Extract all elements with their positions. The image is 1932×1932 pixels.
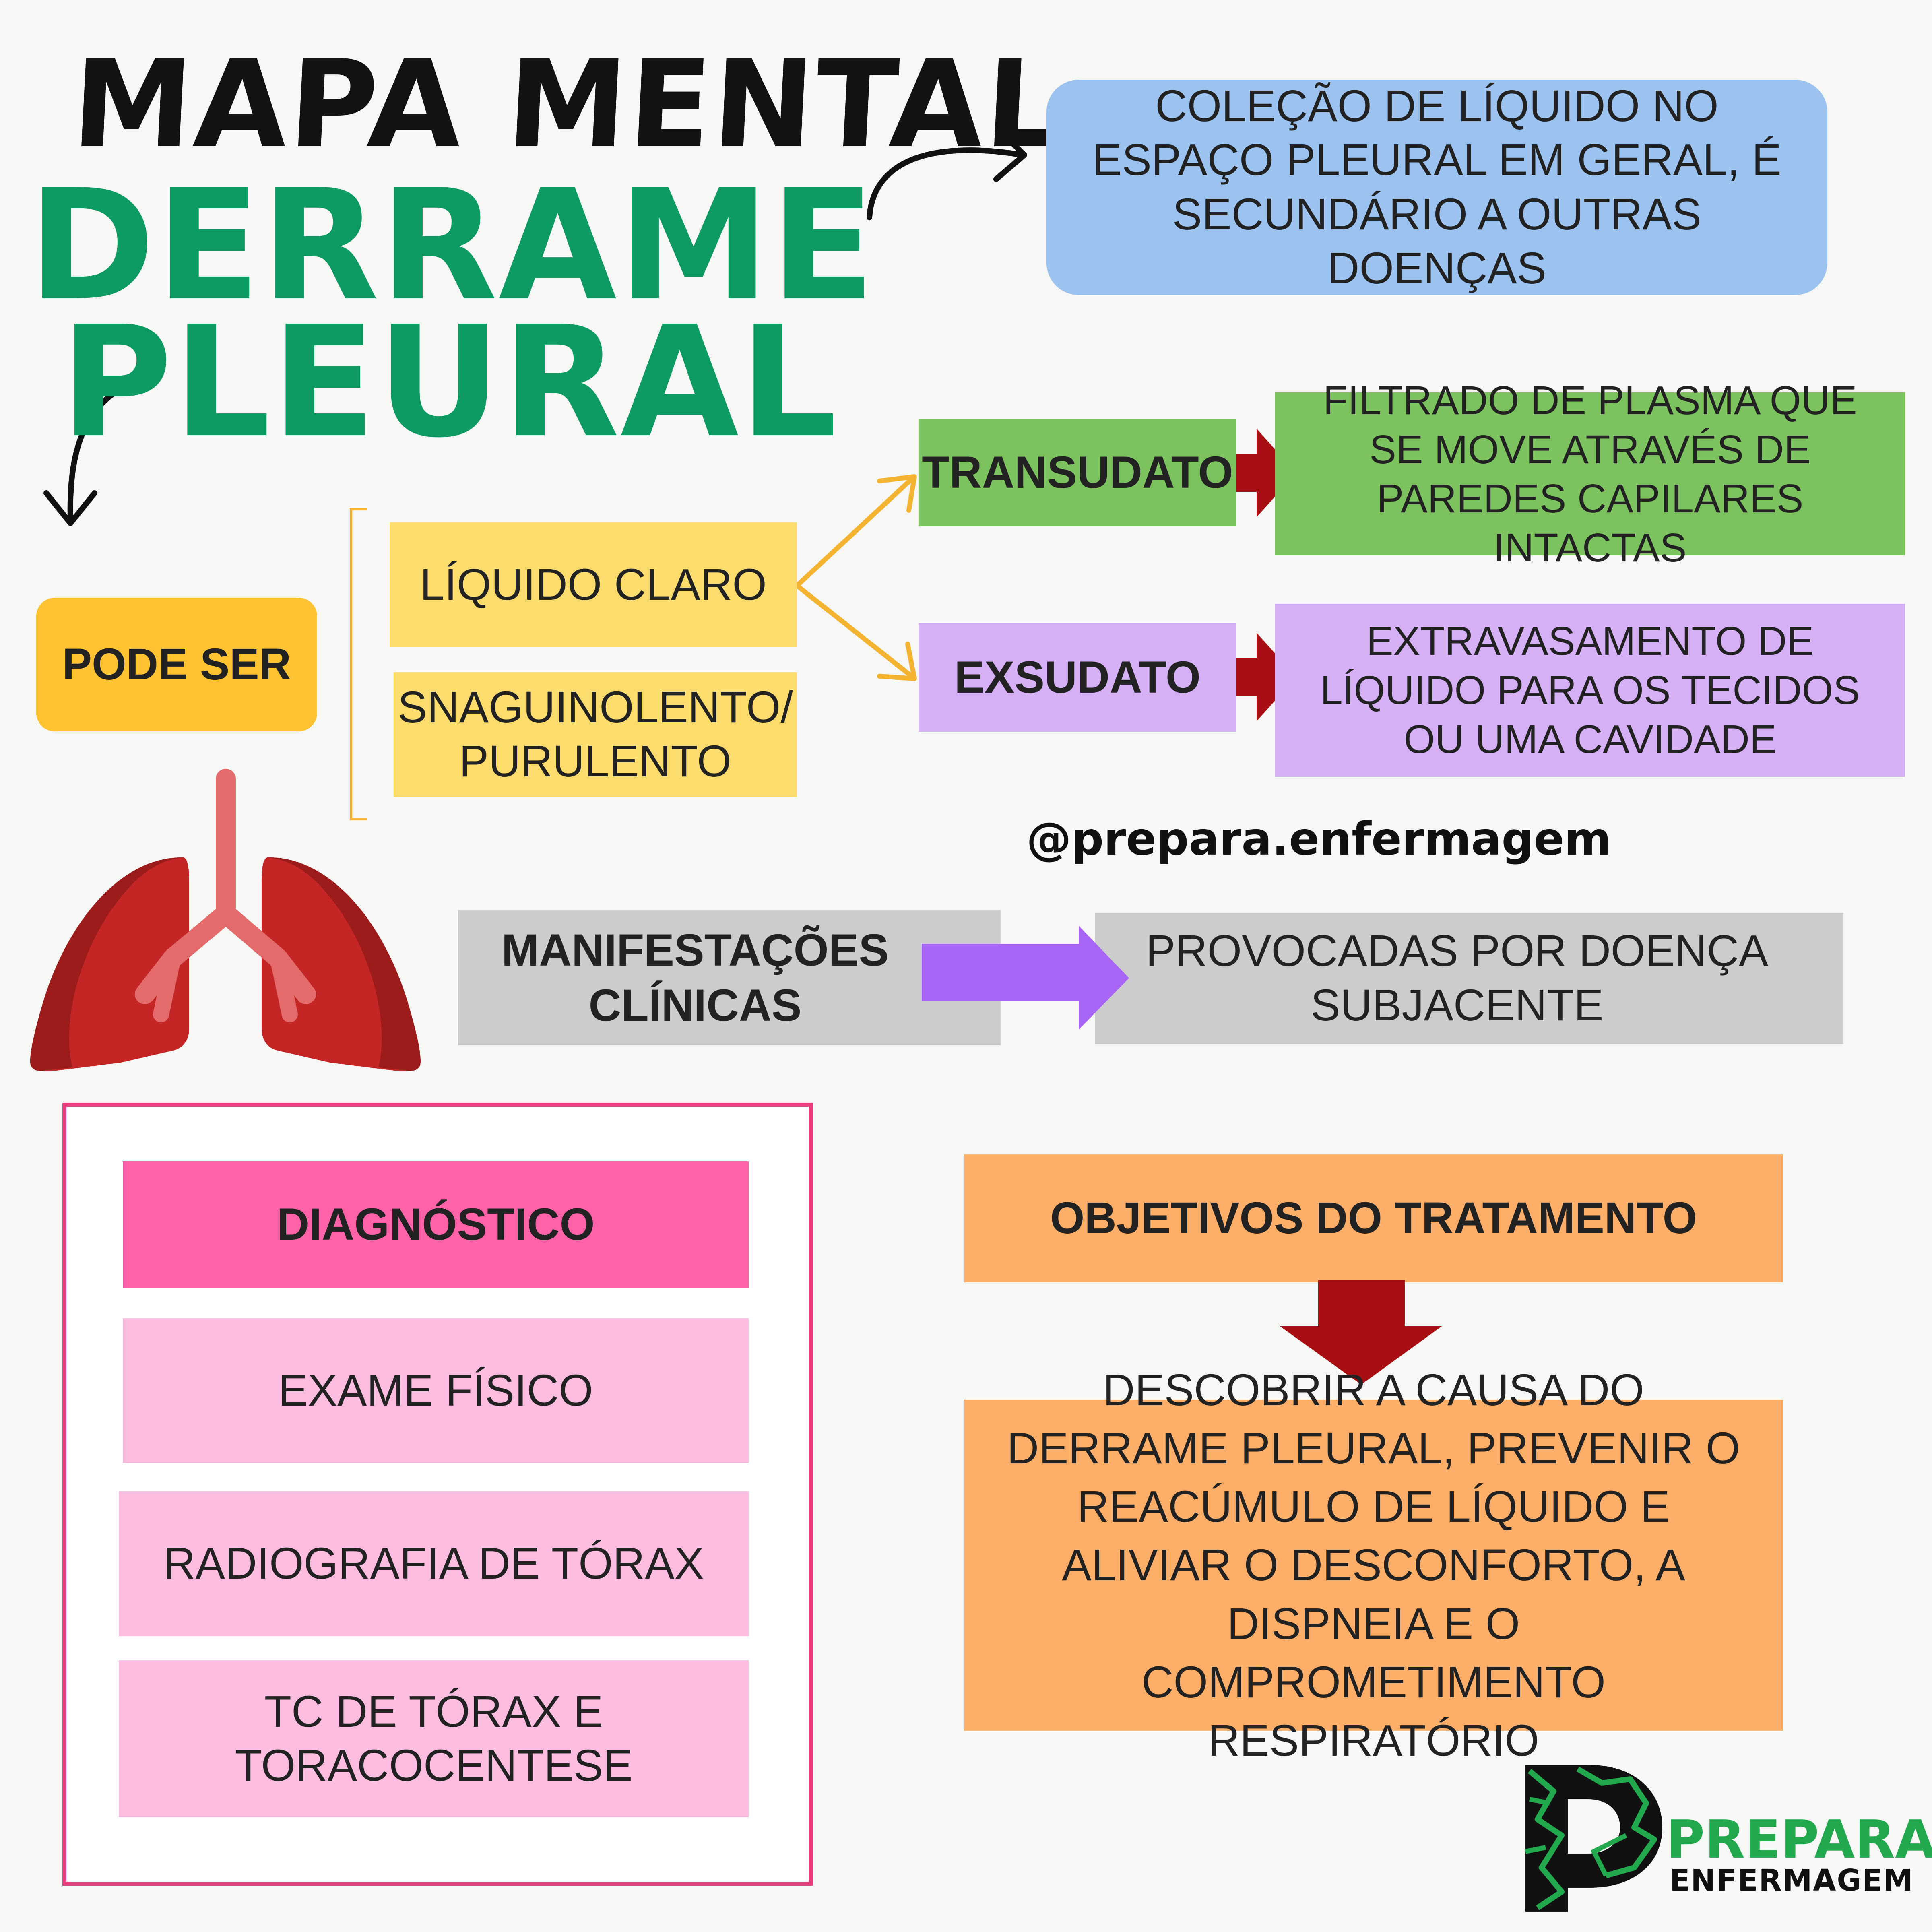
logo-text-prepara: PREPARA [1666,1809,1932,1870]
snaguinolento-box: SNAGUINOLENTO/ PURULENTO [394,672,797,797]
exsudato-description-box: EXTRAVASAMENTO DE LÍQUIDO PARA OS TECIDO… [1275,604,1905,777]
liquido-claro-label: LÍQUIDO CLARO [420,559,767,609]
tratamento-header: OBJETIVOS DO TRATAMENTO [964,1154,1783,1282]
transudato-description: FILTRADO DE PLASMA QUE SE MOVE ATRAVÉS D… [1323,378,1857,570]
curved-arrow-to-definition [867,126,1027,220]
tratamento-title: OBJETIVOS DO TRATAMENTO [1050,1193,1697,1243]
snaguinolento-label: SNAGUINOLENTO/ PURULENTO [397,682,793,786]
liquido-claro-box: LÍQUIDO CLARO [390,522,797,647]
types-bracket [350,508,367,820]
yellow-arrow-to-exsudato [795,583,917,681]
manifestacoes-description-box: PROVOCADAS POR DOENÇA SUBJACENTE [1095,913,1843,1044]
pode-ser-box: PODE SER [36,598,317,731]
tratamento-description: DESCOBRIR A CAUSA DO DERRAME PLEURAL, PR… [1007,1365,1740,1765]
transudato-label: TRANSUDATO [922,447,1233,497]
diagnostico-item-label: EXAME FÍSICO [278,1365,593,1415]
diagnostico-header: DIAGNÓSTICO [123,1161,749,1288]
diagnostico-item-label: RADIOGRAFIA DE TÓRAX [163,1538,704,1588]
definition-text: COLEÇÃO DE LÍQUIDO NO ESPAÇO PLEURAL EM … [1092,81,1781,293]
pode-ser-label: PODE SER [62,639,291,689]
title-derrame: DERRAME [28,156,876,334]
transudato-box: TRANSUDATO [919,419,1236,526]
logo-text-enfermagem: ENFERMAGEM [1670,1863,1914,1898]
instagram-handle: @prepara.enfermagem [1026,813,1612,865]
curved-arrow-to-pode-ser [43,378,142,526]
diagnostico-item: TC DE TÓRAX E TORACOCENTESE [119,1660,749,1817]
transudato-description-box: FILTRADO DE PLASMA QUE SE MOVE ATRAVÉS D… [1275,378,1905,570]
diagnostico-item: EXAME FÍSICO [123,1318,749,1463]
red-arrow-transudato [1222,429,1296,517]
manifestacoes-label: MANIFESTAÇÕES CLÍNICAS [501,925,889,1030]
yellow-arrow-to-transudato [795,474,917,588]
definition-box: COLEÇÃO DE LÍQUIDO NO ESPAÇO PLEURAL EM … [1046,80,1827,295]
exsudato-label: EXSUDATO [954,652,1201,702]
title-pleural: PLEURAL [60,293,838,471]
diagnostico-item-label: TC DE TÓRAX E TORACOCENTESE [235,1686,633,1790]
manifestacoes-box: MANIFESTAÇÕES CLÍNICAS [458,910,1001,1045]
red-arrow-exsudato [1222,633,1296,721]
manifestacoes-description: PROVOCADAS POR DOENÇA SUBJACENTE [1146,926,1769,1030]
exsudato-box: EXSUDATO [919,623,1236,732]
exsudato-description: EXTRAVASAMENTO DE LÍQUIDO PARA OS TECIDO… [1320,619,1860,762]
diagnostico-item: RADIOGRAFIA DE TÓRAX [119,1491,749,1636]
tratamento-description-box: DESCOBRIR A CAUSA DO DERRAME PLEURAL, PR… [964,1365,1783,1765]
diagnostico-title: DIAGNÓSTICO [277,1199,595,1250]
